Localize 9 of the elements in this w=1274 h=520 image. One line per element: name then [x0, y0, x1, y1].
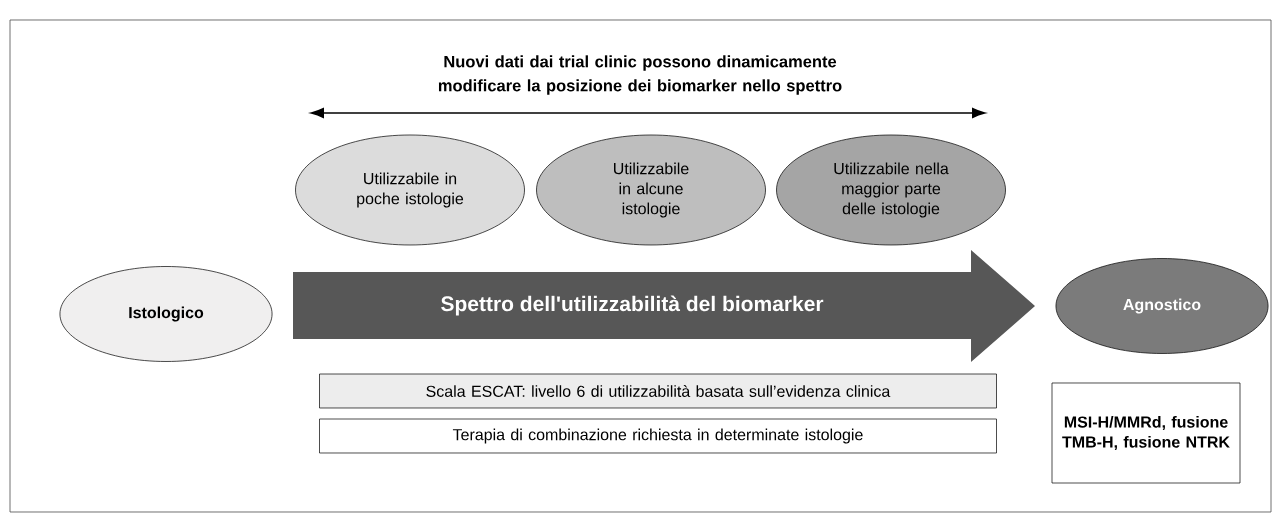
heading: Nuovi dati dai trial clinic possono dinamicamente modificare la posizione dei biomarker nello spettro [438, 55, 842, 95]
text-box: Scala ESCAT: livello 6 di utilizzabilità basata sull’evidenza clinica [319, 373, 997, 409]
ellipse-node: Istologico [59, 266, 273, 362]
ellipse-node: Utilizzabile nella maggior parte delle istologie [776, 134, 1006, 246]
ellipse-node: Agnostico [1055, 258, 1269, 354]
text-box: Terapia di combinazione richiesta in determinate istologie [319, 418, 997, 454]
ellipse-node: Utilizzabile in poche istologie [295, 134, 525, 246]
ellipse-node: Utilizzabile in alcune istologie [536, 134, 766, 246]
text-box: MSI-H/MMRd, fusione TMB-H, fusione NTRK [1051, 382, 1241, 484]
